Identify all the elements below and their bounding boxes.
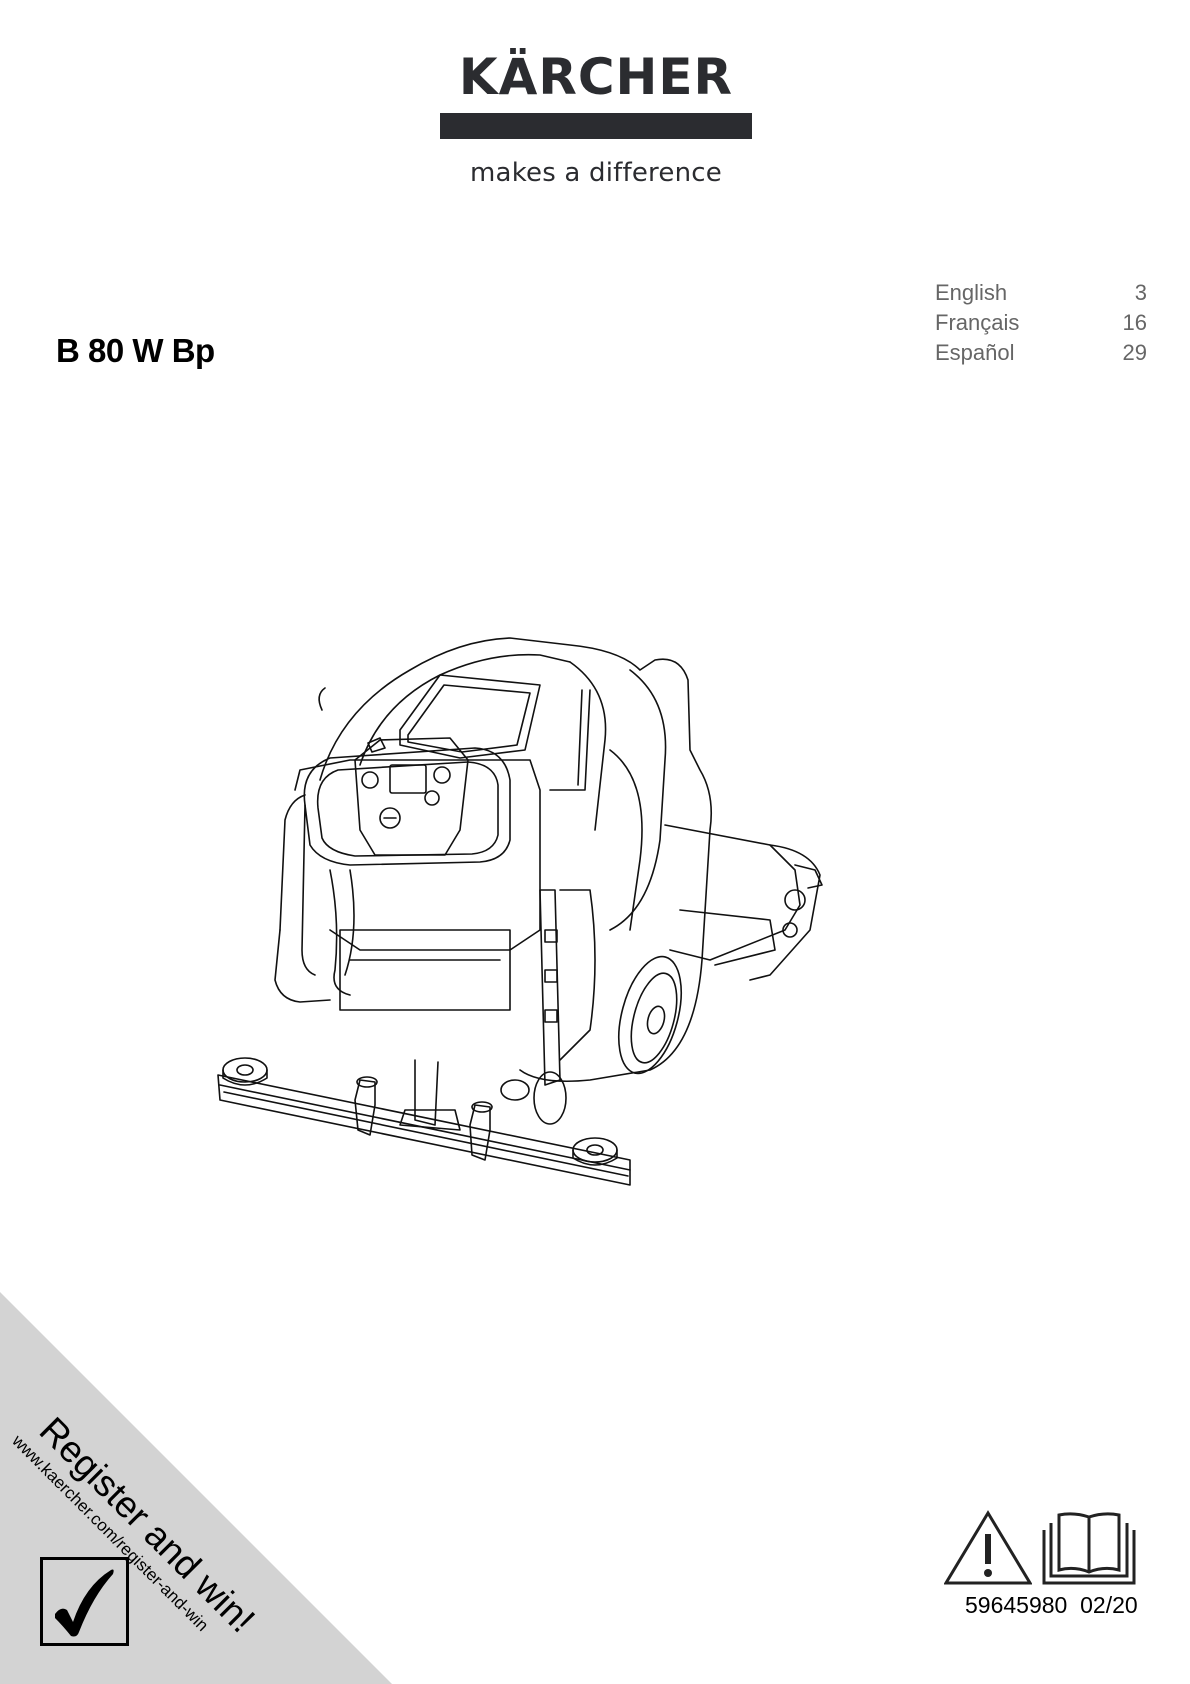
brand-bar: [440, 113, 752, 139]
toc-page: 16: [1122, 310, 1147, 335]
manual-book-icon: [1042, 1512, 1136, 1585]
toc-language[interactable]: Français: [935, 310, 1020, 335]
karcher-logo: KÄRCHER: [440, 48, 752, 139]
toc-row-english[interactable]: English 3: [935, 278, 1147, 308]
toc-language[interactable]: Español: [935, 340, 1015, 365]
brand-tagline: makes a difference: [470, 158, 722, 188]
warning-triangle-icon: [944, 1510, 1032, 1585]
language-toc: English 3 Français 16 Español 29: [935, 278, 1147, 368]
toc-row-francais[interactable]: Français 16: [935, 308, 1147, 338]
checkmark-box-icon: [40, 1557, 129, 1646]
doc-date-code: 02/20: [1080, 1592, 1138, 1618]
toc-row-espanol[interactable]: Español 29: [935, 338, 1147, 368]
document-number: 59645980 02/20: [965, 1592, 1138, 1619]
toc-language[interactable]: English: [935, 280, 1008, 305]
scrubber-dryer-illustration: [217, 637, 823, 1186]
model-title: B 80 W Bp: [56, 332, 215, 369]
doc-id: 59645980: [965, 1592, 1068, 1618]
toc-page: 3: [1134, 280, 1147, 305]
toc-page: 29: [1122, 340, 1147, 365]
brand-wordmark: KÄRCHER: [458, 48, 734, 106]
